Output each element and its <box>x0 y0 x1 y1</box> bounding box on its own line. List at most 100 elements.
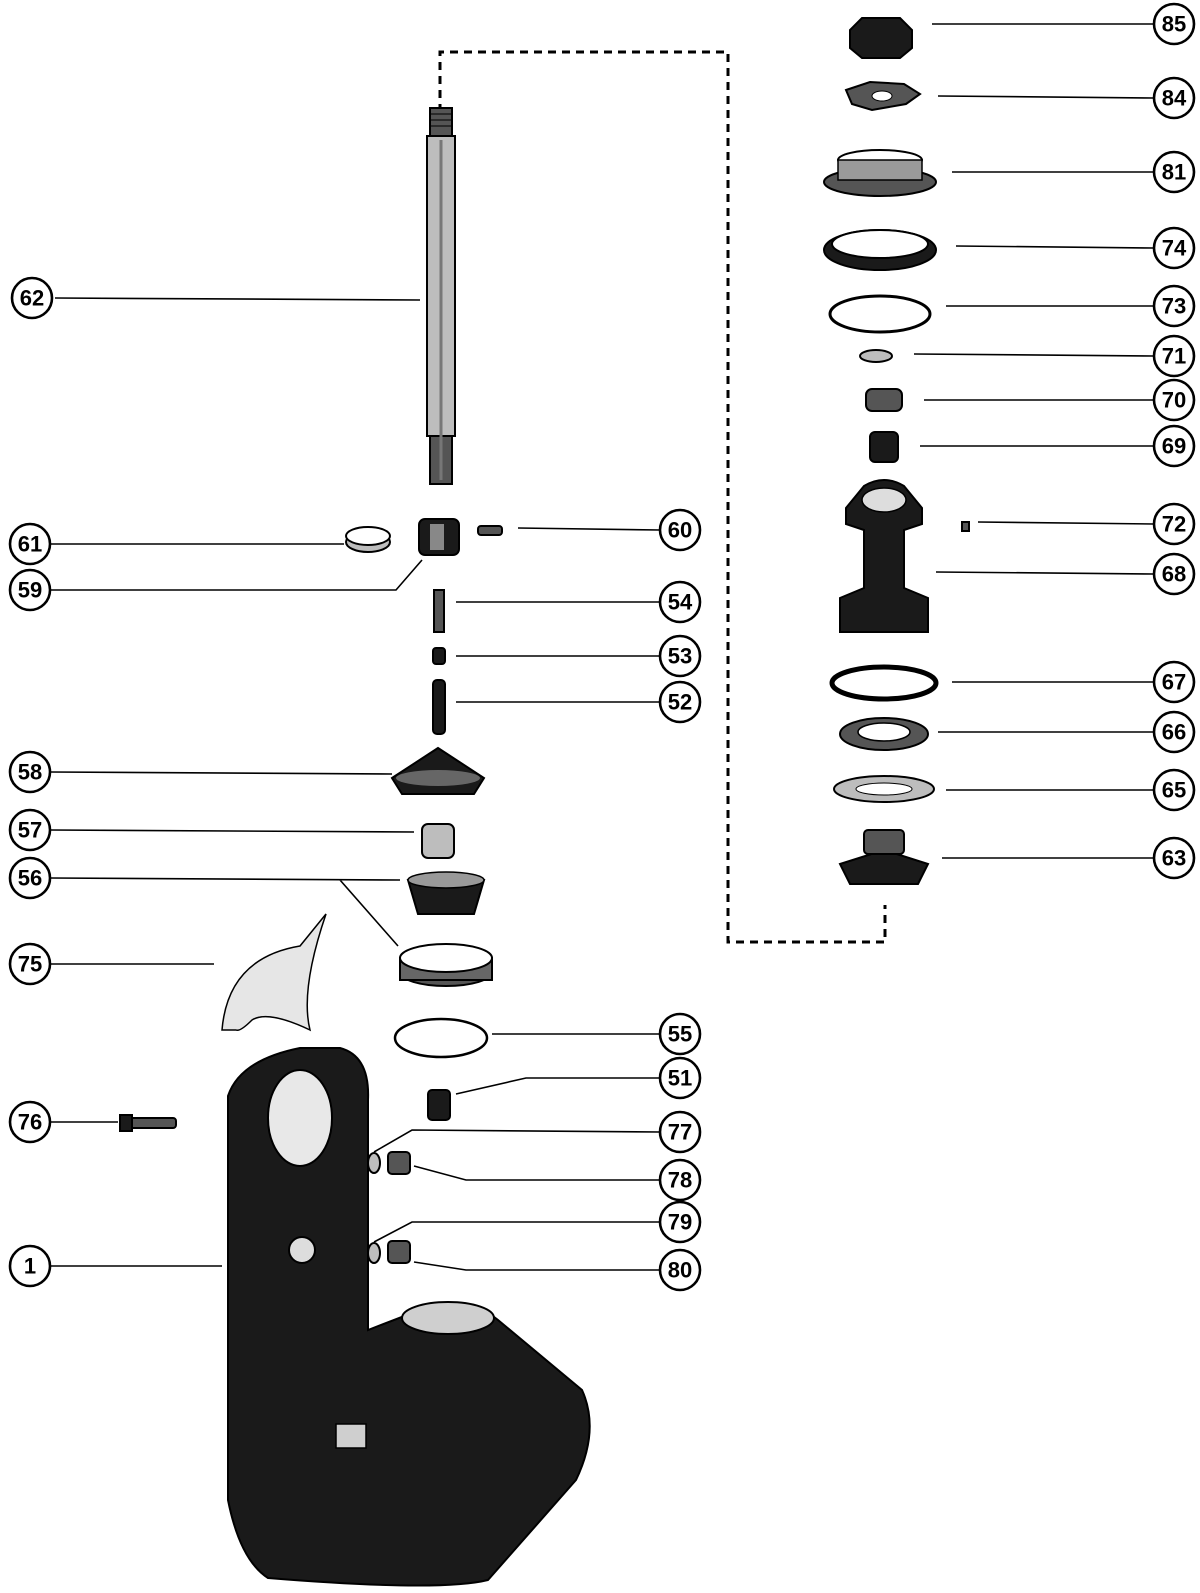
callout-51: 51 <box>658 1056 702 1100</box>
callout-label: 57 <box>18 818 42 843</box>
callout-label: 79 <box>668 1210 692 1235</box>
part-set-screw <box>961 521 970 532</box>
callout-label: 81 <box>1162 160 1186 185</box>
part-forward-gear <box>838 829 930 885</box>
leader-72 <box>977 521 1155 525</box>
leader-56 <box>49 877 401 947</box>
callout-66: 66 <box>1152 710 1196 754</box>
callout-65: 65 <box>1152 768 1196 812</box>
leader-60 <box>517 527 661 531</box>
part-gear-housing <box>227 1047 591 1587</box>
callout-53: 53 <box>658 634 702 678</box>
callout-label: 70 <box>1162 388 1186 413</box>
part-retainer-ring <box>823 229 937 271</box>
part-washer-upper <box>367 1152 381 1174</box>
callout-81: 81 <box>1152 150 1196 194</box>
part-needle-bearing-small <box>869 431 899 463</box>
part-ball-bearing-large <box>839 717 929 751</box>
callout-74: 74 <box>1152 226 1196 270</box>
callout-label: 85 <box>1162 12 1186 37</box>
callout-label: 58 <box>18 760 42 785</box>
callout-label: 63 <box>1162 846 1186 871</box>
callout-80: 80 <box>658 1248 702 1292</box>
part-nut-upper <box>387 1151 411 1175</box>
leader-71 <box>913 353 1155 357</box>
callout-label: 71 <box>1162 344 1186 369</box>
part-small-detent <box>432 647 446 665</box>
part-o-ring-large <box>393 1017 489 1059</box>
callout-label: 66 <box>1162 720 1186 745</box>
callout-73: 73 <box>1152 284 1196 328</box>
callout-label: 51 <box>668 1066 692 1091</box>
callout-54: 54 <box>658 580 702 624</box>
callout-label: 76 <box>18 1110 42 1135</box>
part-needle-bearing <box>421 823 455 859</box>
part-spring <box>433 589 445 633</box>
callout-label: 73 <box>1162 294 1186 319</box>
callout-label: 59 <box>18 578 42 603</box>
part-propeller-nut <box>849 17 913 59</box>
part-thrust-hub <box>823 149 937 197</box>
part-impeller-drive-key <box>418 518 460 556</box>
callout-label: 74 <box>1162 236 1187 261</box>
callout-78: 78 <box>658 1158 702 1202</box>
callout-85: 85 <box>1152 2 1196 46</box>
callout-label: 69 <box>1162 434 1186 459</box>
part-thrust-washer <box>833 775 935 803</box>
part-o-ring-carrier <box>829 664 939 702</box>
part-pin <box>477 525 503 536</box>
callout-70: 70 <box>1152 378 1196 422</box>
leader-58 <box>49 771 393 775</box>
part-tapered-bearing <box>406 871 486 915</box>
part-washer-lower <box>367 1242 381 1264</box>
callout-63: 63 <box>1152 836 1196 880</box>
callout-60: 60 <box>658 508 702 552</box>
callout-57: 57 <box>8 808 52 852</box>
callout-76: 76 <box>8 1100 52 1144</box>
callout-55: 55 <box>658 1012 702 1056</box>
callout-label: 53 <box>668 644 692 669</box>
part-fin <box>221 913 327 1032</box>
leader-lines <box>49 23 1155 1271</box>
callout-67: 67 <box>1152 660 1196 704</box>
callout-52: 52 <box>658 680 702 724</box>
leader-80 <box>413 1261 660 1271</box>
callout-label: 60 <box>668 518 692 543</box>
callout-label: 78 <box>668 1168 692 1193</box>
callout-label: 77 <box>668 1120 692 1145</box>
part-nut-lower <box>387 1240 411 1264</box>
callout-label: 84 <box>1162 86 1187 111</box>
callout-79: 79 <box>658 1200 702 1244</box>
leader-57 <box>49 829 415 833</box>
leader-74 <box>955 245 1155 249</box>
part-water-pump-face-ring <box>345 526 391 553</box>
callout-71: 71 <box>1152 334 1196 378</box>
callout-label: 61 <box>18 532 42 557</box>
part-pinion-gear <box>390 746 486 795</box>
leader-84 <box>937 95 1155 99</box>
callout-84: 84 <box>1152 76 1196 120</box>
callout-label: 55 <box>668 1022 692 1047</box>
leader-78 <box>413 1165 660 1181</box>
callout-58: 58 <box>8 750 52 794</box>
callout-label: 68 <box>1162 562 1186 587</box>
callout-56: 56 <box>8 856 52 900</box>
part-plug <box>427 1089 451 1121</box>
part-bearing-cup <box>399 943 493 987</box>
callout-75: 75 <box>8 942 52 986</box>
callout-1: 1 <box>8 1244 52 1288</box>
part-rod <box>432 679 446 735</box>
part-drive-shaft <box>426 107 456 485</box>
callout-label: 52 <box>668 690 692 715</box>
callout-label: 65 <box>1162 778 1186 803</box>
part-small-washer <box>859 349 893 363</box>
part-tab-washer <box>844 80 922 112</box>
callout-label: 62 <box>20 286 44 311</box>
assembly-guide-dashed-line <box>438 50 887 944</box>
leader-68 <box>935 571 1155 575</box>
leader-77 <box>373 1129 661 1153</box>
callout-label: 1 <box>24 1254 36 1279</box>
part-ball-bearing-small <box>865 388 903 412</box>
callout-label: 75 <box>18 952 42 977</box>
